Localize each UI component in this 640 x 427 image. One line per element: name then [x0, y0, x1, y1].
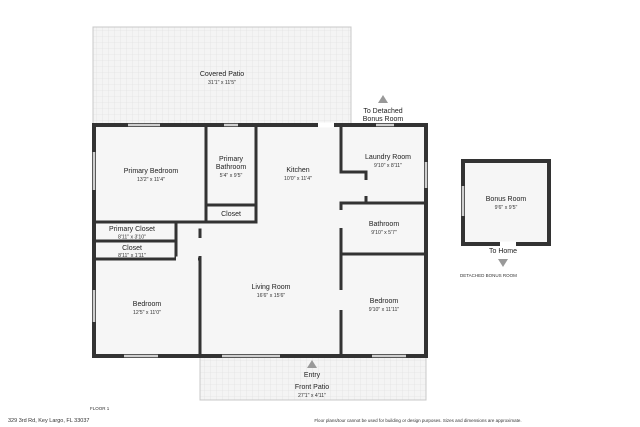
bedroom-right-name: Bedroom [370, 298, 399, 305]
door-openings [176, 122, 516, 310]
disclaimer-text: Floor plans/tour cannot be used for buil… [314, 418, 521, 423]
front-patio-name: Front Patio [295, 384, 329, 391]
detached-bonus-room-caption: DETACHED BONUS ROOM [460, 273, 517, 278]
laundry-room-name: Laundry Room [365, 154, 411, 161]
to-detached-arrow [378, 95, 388, 103]
to-home-label: To Home [489, 248, 517, 255]
bedroom-left-dim: 12'5" x 11'0" [133, 310, 161, 316]
covered-patio-name: Covered Patio [200, 71, 244, 78]
to-home-arrow [498, 259, 508, 267]
bedroom-right-dim: 9'10" x 11'11" [369, 307, 400, 313]
closet-b-name: Closet [122, 245, 142, 252]
front-patio-dim: 27'1" x 4'11" [298, 393, 326, 399]
primary-bedroom-name: Primary Bedroom [124, 168, 179, 175]
bathroom-dim: 9'10" x 5'7" [371, 230, 397, 236]
closet-a-name: Closet [221, 211, 241, 218]
primary-bathroom-name-1: Primary [219, 156, 244, 163]
primary-closet-name: Primary Closet [109, 226, 155, 233]
bonus-room-walls [461, 159, 551, 246]
primary-bathroom-dim: 5'4" x 9'5" [220, 173, 243, 179]
bonus-room-name: Bonus Room [486, 196, 527, 203]
laundry-room-dim: 9'10" x 8'11" [374, 163, 402, 169]
bonus-room-floor [463, 161, 549, 244]
living-room-dim: 16'6" x 15'6" [257, 293, 286, 299]
exterior-walls [92, 123, 428, 358]
primary-closet-dim: 8'11" x 3'10" [118, 235, 146, 241]
covered-patio-area [92, 26, 352, 126]
covered-patio-dim: 31'1" x 11'5" [208, 80, 236, 86]
closet-b-dim: 8'11" x 1'11" [118, 253, 146, 259]
primary-bedroom-dim: 13'2" x 11'4" [137, 177, 165, 183]
kitchen-name: Kitchen [286, 167, 309, 174]
entry-arrow [307, 360, 317, 368]
entry-label: Entry [304, 372, 321, 379]
kitchen-dim: 10'0" x 11'4" [284, 176, 312, 182]
interior-walls [92, 123, 428, 358]
windows [92, 123, 465, 358]
living-room-name: Living Room [252, 284, 291, 291]
bedroom-left-name: Bedroom [133, 301, 162, 308]
bonus-room-dim: 9'6" x 9'5" [495, 205, 518, 211]
primary-bathroom-name-2: Bathroom [216, 164, 247, 171]
to-detached-label-2: Bonus Room [363, 116, 404, 123]
floor-label: FLOOR 1 [90, 406, 110, 411]
to-detached-label-1: To Detached [363, 108, 402, 115]
bathroom-name: Bathroom [369, 221, 400, 228]
address-label: 329 3rd Rd, Key Largo, FL 33037 [8, 418, 89, 424]
